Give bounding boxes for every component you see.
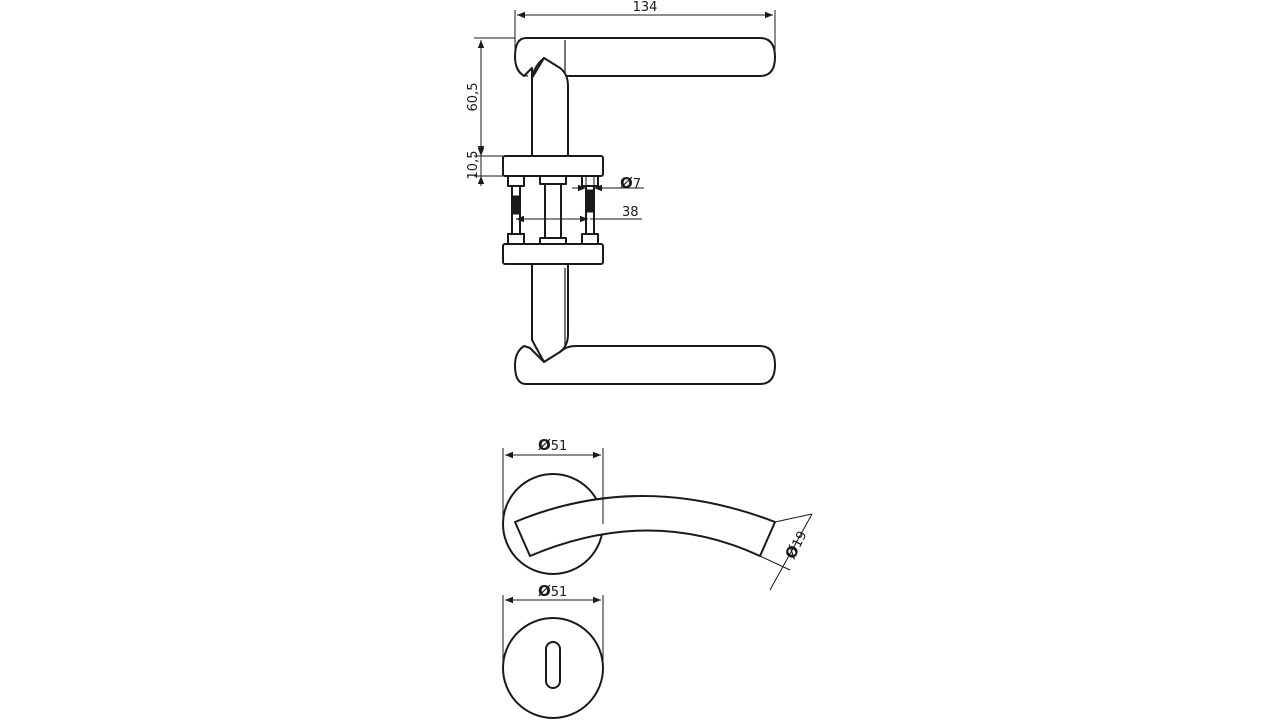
dimension-lever-bar-diameter: Ø19 — [759, 513, 813, 591]
lower-lever — [514, 263, 776, 385]
dim-text-screw-spacing: 38 — [622, 205, 639, 220]
dim-text-rose-thickness: 10,5 — [466, 151, 481, 180]
dim-text-lever-height: 60,5 — [466, 83, 481, 112]
dim-text-rose-diameter-front: 51 — [551, 439, 568, 454]
dim-text-escutcheon-diameter: 51 — [551, 585, 568, 600]
diameter-symbol: Ø — [620, 174, 633, 192]
svg-text:Ø51: Ø51 — [538, 582, 567, 600]
upper-lever — [514, 37, 776, 159]
front-view-escutcheon: Ø51 — [502, 582, 604, 719]
front-view-lever: Ø51 Ø19 — [502, 436, 813, 591]
svg-text:Ø19: Ø19 — [781, 528, 810, 562]
dim-text-screw-diameter: 7 — [633, 177, 641, 192]
diameter-symbol: Ø — [538, 582, 551, 600]
dimension-lever-height: 60,5 — [466, 37, 515, 157]
svg-text:Ø7: Ø7 — [620, 174, 641, 192]
svg-text:Ø51: Ø51 — [538, 436, 567, 454]
dimension-rose-diameter-front: Ø51 — [502, 436, 604, 524]
dim-text-lever-length: 134 — [633, 0, 658, 15]
dimension-escutcheon-diameter: Ø51 — [502, 582, 604, 668]
spindle-assembly — [507, 175, 599, 247]
upper-rose — [502, 155, 604, 177]
side-view: 134 60,5 10,5 Ø7 — [466, 0, 776, 385]
keyhole-slot — [545, 641, 561, 689]
dim-text-lever-bar-diameter: 19 — [790, 529, 811, 550]
diameter-symbol: Ø — [538, 436, 551, 454]
curved-lever — [514, 495, 776, 557]
dimension-lever-length: 134 — [514, 0, 776, 50]
dimension-screw-diameter: Ø7 — [572, 174, 644, 196]
dimension-rose-thickness: 10,5 — [466, 146, 503, 186]
dimension-screw-spacing: 38 — [516, 205, 642, 223]
lower-rose — [502, 243, 604, 265]
